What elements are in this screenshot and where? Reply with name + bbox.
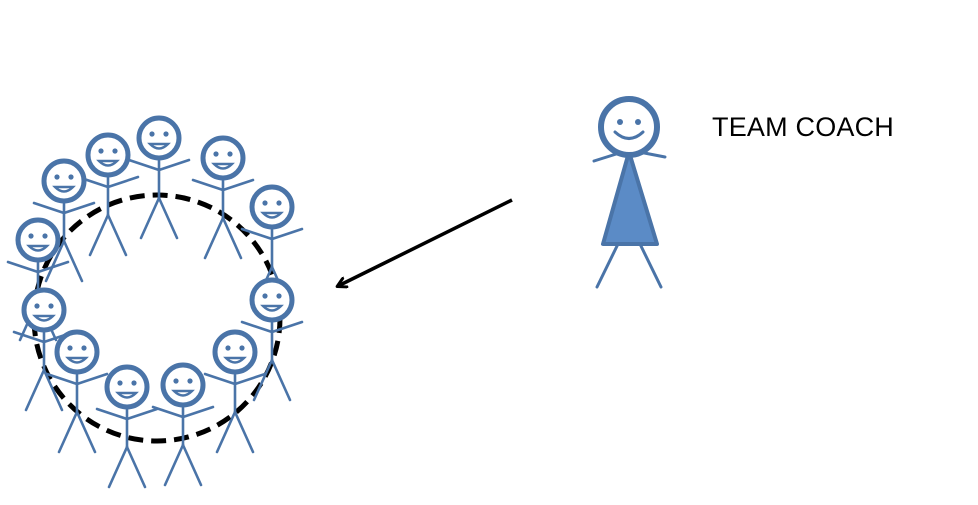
team-coach-label: TEAM COACH — [712, 112, 895, 142]
team-group — [6, 115, 304, 489]
team-member — [240, 277, 304, 402]
team-member — [32, 158, 96, 283]
team-member — [76, 132, 140, 257]
team-member — [203, 329, 267, 454]
team-member — [240, 184, 304, 309]
arrow — [338, 198, 513, 286]
team-circle — [31, 192, 283, 444]
team-member — [127, 115, 191, 240]
team-member — [151, 362, 215, 487]
team-member — [95, 364, 159, 489]
coach-figure — [592, 96, 667, 289]
team-member — [191, 135, 255, 260]
team-member — [45, 329, 109, 454]
